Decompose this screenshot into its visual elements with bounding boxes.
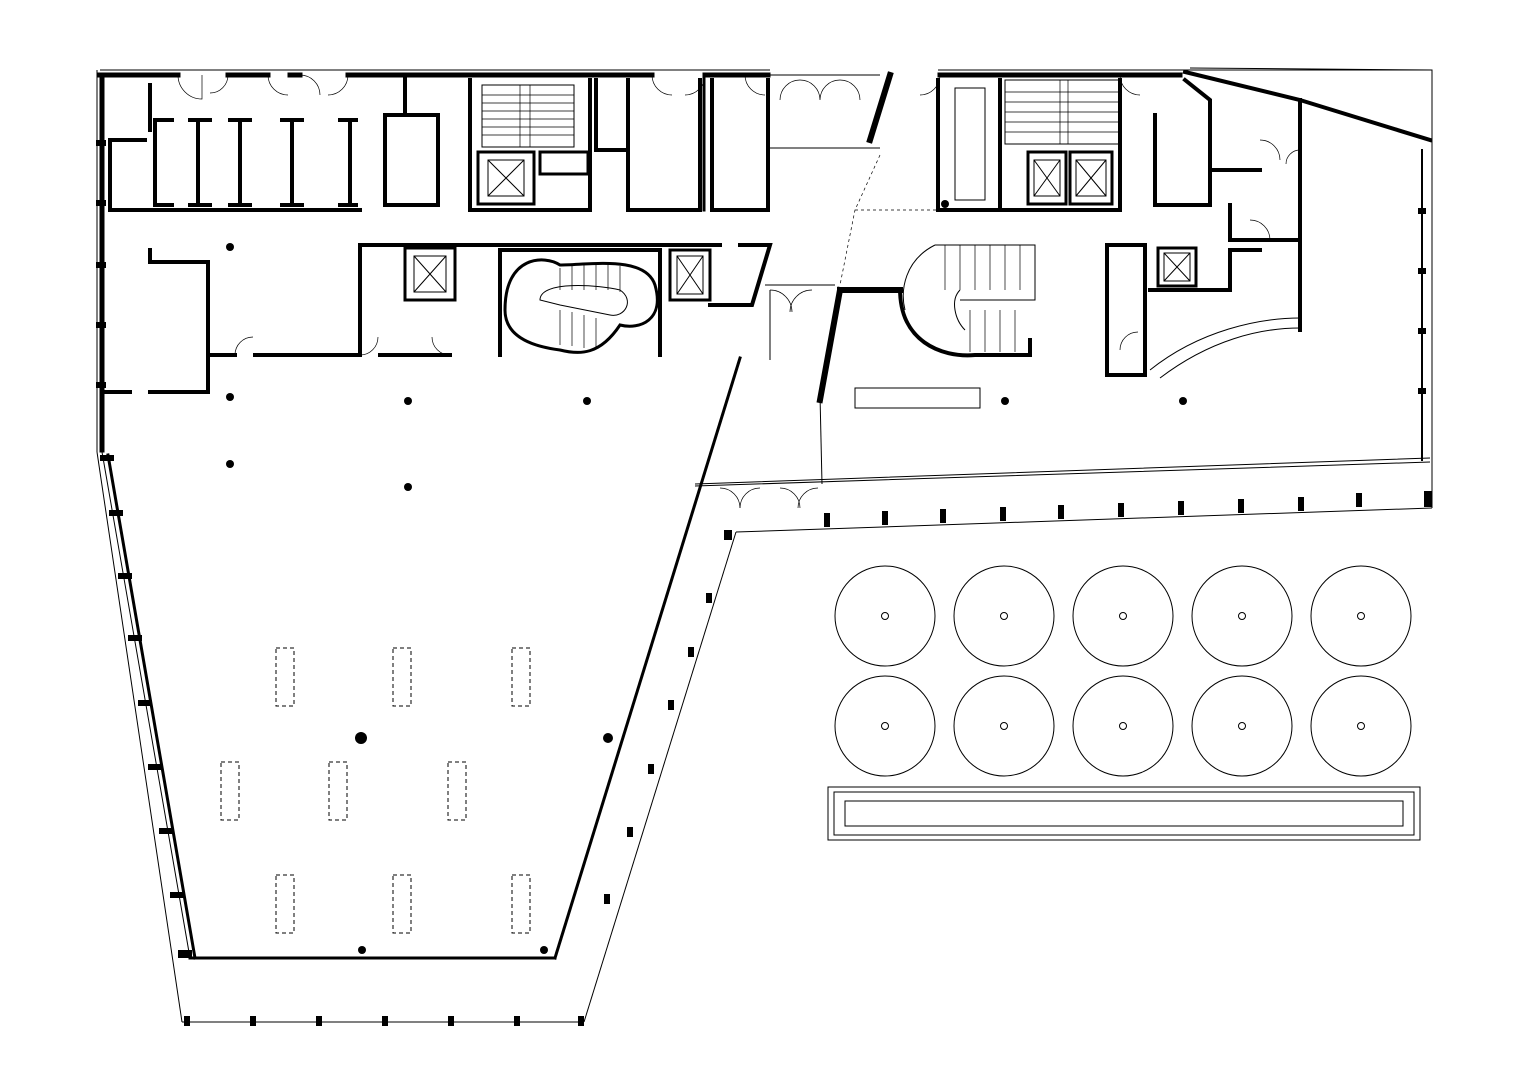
planter-circle bbox=[953, 675, 1055, 777]
columns-west bbox=[226, 393, 613, 954]
planter-circle bbox=[1191, 565, 1293, 667]
planter-circle bbox=[953, 565, 1055, 667]
elevator-west-lower bbox=[403, 246, 712, 302]
facade-mullions-south bbox=[184, 1016, 584, 1026]
central-link bbox=[765, 71, 1000, 404]
desks bbox=[220, 647, 531, 934]
spiral-stair-east bbox=[854, 244, 1187, 409]
planter-circle bbox=[1310, 565, 1412, 667]
tree-trunk bbox=[1000, 612, 1008, 620]
facade-mullions-east bbox=[604, 530, 732, 904]
planter-circle bbox=[1072, 675, 1174, 777]
tree-trunk bbox=[1238, 722, 1246, 730]
tree-trunk bbox=[1238, 612, 1246, 620]
long-planter bbox=[827, 786, 1421, 841]
spiral-stair-west bbox=[498, 248, 662, 357]
planter-circle bbox=[834, 675, 936, 777]
facade-mullions-terrace bbox=[824, 491, 1432, 527]
facade-mullions-right bbox=[1418, 208, 1426, 394]
outer-envelope bbox=[96, 67, 1433, 1023]
planter-circle bbox=[1072, 565, 1174, 667]
tree-trunk bbox=[1357, 722, 1365, 730]
tree-trunk bbox=[881, 722, 889, 730]
west-block-rooms bbox=[100, 73, 773, 394]
planter-circle bbox=[834, 565, 936, 667]
tree-trunk bbox=[1119, 722, 1127, 730]
planter-circle bbox=[1191, 675, 1293, 777]
planter-grid bbox=[834, 565, 1412, 777]
facade-mullions-west-upper bbox=[96, 140, 106, 388]
tree-trunk bbox=[1000, 722, 1008, 730]
doors bbox=[177, 74, 1301, 509]
planter-circle bbox=[1310, 675, 1412, 777]
tree-trunk bbox=[1357, 612, 1365, 620]
tree-trunk bbox=[881, 612, 889, 620]
tree-trunk bbox=[1119, 612, 1127, 620]
east-block-rooms bbox=[936, 77, 1302, 379]
facade-mullions-west bbox=[100, 455, 192, 958]
